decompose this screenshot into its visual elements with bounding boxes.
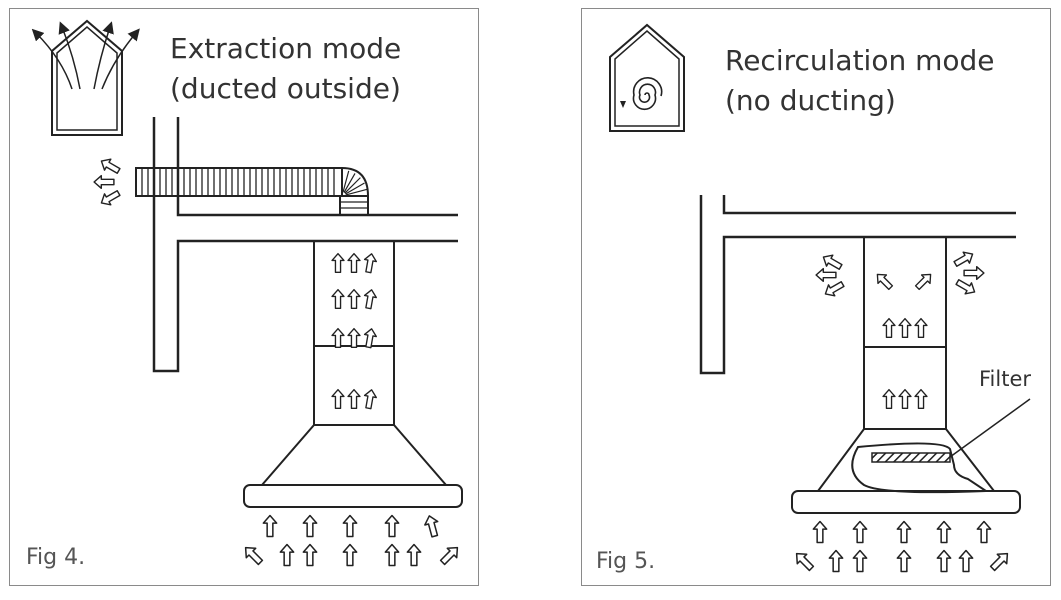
airflow-arrow <box>100 189 121 206</box>
airflow-arrow <box>953 251 974 268</box>
chimney-airflow-arrows <box>331 252 377 410</box>
title-line-1: Extraction mode <box>170 32 402 65</box>
airflow-arrow <box>384 543 400 567</box>
intake-airflow-arrows <box>795 520 1009 573</box>
duct-rib <box>344 177 361 194</box>
filter-label: Filter <box>979 367 1032 391</box>
airflow-arrow <box>347 388 361 410</box>
airflow-arrow <box>279 543 295 567</box>
title-line-2: (no ducting) <box>725 84 896 117</box>
airflow-arrow <box>882 317 896 339</box>
airflow-arrow <box>439 546 459 566</box>
airflow-arrow <box>958 549 974 573</box>
house-vented-arrows-icon <box>31 19 140 136</box>
figure-label: Fig 5. <box>596 549 656 574</box>
airflow-arrow <box>363 328 377 349</box>
hood-canopy <box>791 428 1021 514</box>
airflow-arrow <box>852 549 868 573</box>
airflow-arrow <box>331 388 345 410</box>
airflow-arrow <box>424 515 439 538</box>
airflow-arrow <box>347 327 361 349</box>
airflow-arrow <box>363 389 377 410</box>
wall <box>152 117 458 373</box>
airflow-arrow <box>93 174 115 190</box>
airflow-arrow <box>331 252 345 274</box>
airflow-arrow <box>342 543 358 567</box>
airflow-arrow <box>406 543 422 567</box>
airflow-arrow <box>822 254 843 271</box>
airflow-arrow <box>976 520 992 544</box>
airflow-arrow <box>331 327 345 349</box>
airflow-arrow <box>828 549 844 573</box>
house-swirl-icon <box>609 23 685 132</box>
hood-canopy <box>243 424 463 508</box>
airflow-arrow <box>100 158 121 175</box>
airflow-arrow <box>795 552 815 572</box>
figure-recirculation-mode: Recirculation mode (no ducting) Filter F… <box>581 8 1051 586</box>
duct-rib <box>343 173 356 193</box>
airflow-arrow <box>363 253 377 274</box>
filter-leader-line <box>949 398 1031 458</box>
exhaust-arrows <box>93 158 121 206</box>
airflow-arrow <box>852 520 868 544</box>
airflow-arrow <box>815 267 837 283</box>
figure-title: Extraction mode (ducted outside) <box>170 29 401 109</box>
airflow-arrow <box>331 288 345 310</box>
airflow-arrow <box>955 278 976 295</box>
airflow-arrow <box>342 514 358 538</box>
filter <box>871 452 951 463</box>
airflow-arrow <box>302 514 318 538</box>
figure-title: Recirculation mode (no ducting) <box>725 41 995 121</box>
airflow-arrow <box>914 273 932 291</box>
duct-rib <box>345 182 365 195</box>
airflow-arrow <box>302 543 318 567</box>
figure-label: Fig 4. <box>26 545 86 570</box>
recirculation-arrows <box>815 251 985 297</box>
airflow-arrow <box>896 549 912 573</box>
extraction-diagram <box>31 19 463 567</box>
airflow-arrow <box>347 288 361 310</box>
title-line-2: (ducted outside) <box>170 72 401 105</box>
airflow-arrow <box>896 520 912 544</box>
intake-airflow-arrows <box>244 514 459 567</box>
airflow-arrow <box>363 289 377 310</box>
airflow-arrow <box>936 520 952 544</box>
airflow-arrow <box>812 520 828 544</box>
airflow-arrow <box>824 280 845 297</box>
airflow-arrow <box>898 317 912 339</box>
airflow-arrow <box>963 265 985 281</box>
airflow-arrow <box>262 514 278 538</box>
airflow-arrow <box>882 388 896 410</box>
wall <box>699 195 1016 375</box>
airflow-arrow <box>898 388 912 410</box>
airflow-arrow <box>989 552 1009 572</box>
airflow-arrow <box>936 549 952 573</box>
flexible-duct <box>135 167 369 216</box>
recirculation-diagram <box>609 23 1031 573</box>
airflow-arrow <box>347 252 361 274</box>
duct-rib <box>345 188 368 196</box>
airflow-arrow <box>876 273 894 291</box>
title-line-1: Recirculation mode <box>725 44 995 77</box>
airflow-arrow <box>914 388 928 410</box>
figure-extraction-mode: Extraction mode (ducted outside) Fig 4. <box>9 8 479 586</box>
airflow-arrow <box>384 514 400 538</box>
airflow-arrow <box>244 546 264 566</box>
duct-rib <box>342 170 350 193</box>
chimney-airflow-arrows <box>882 317 928 410</box>
airflow-arrow <box>914 317 928 339</box>
